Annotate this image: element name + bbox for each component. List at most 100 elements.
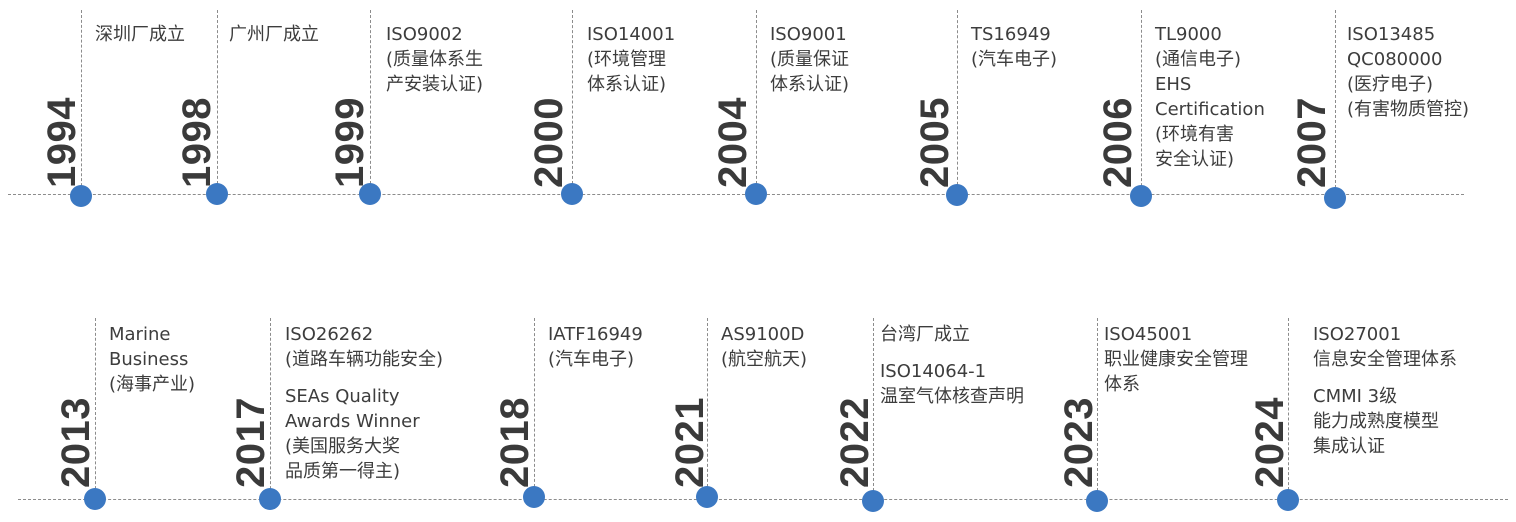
milestone-connector xyxy=(270,318,271,499)
milestone-text-line: (医疗电子) xyxy=(1347,74,1434,95)
milestone-year-label: 2013 xyxy=(54,397,98,488)
milestone-text-line: 品质第一得主) xyxy=(285,461,401,482)
milestone-dot xyxy=(561,183,583,205)
milestone-year-label: 2021 xyxy=(668,397,712,488)
line-gap xyxy=(1313,372,1457,384)
milestone-text-line: (质量体系生 xyxy=(386,49,484,70)
milestone-connector xyxy=(957,10,958,195)
milestone-connector xyxy=(572,10,573,194)
milestone-connector xyxy=(534,318,535,497)
milestone-dot xyxy=(745,183,767,205)
milestone-text-line: Certification xyxy=(1155,99,1265,120)
milestone-connector xyxy=(1141,10,1142,196)
milestone-dot xyxy=(862,490,884,512)
milestone-connector xyxy=(1097,318,1098,501)
milestone-text-line: 台湾厂成立 xyxy=(880,324,970,345)
milestone-text-line: 温室气体核查声明 xyxy=(880,386,1024,407)
milestone-year-label: 2005 xyxy=(913,97,957,188)
milestone-connector xyxy=(873,318,874,501)
milestone-text-line: (道路车辆功能安全) xyxy=(285,349,444,370)
milestone-text-line: ISO26262 xyxy=(285,324,374,345)
milestone-text-line: QC080000 xyxy=(1347,49,1443,70)
milestone-text-line: ISO14064-1 xyxy=(880,361,987,382)
milestone-connector xyxy=(217,10,218,194)
milestone-text-line: TL9000 xyxy=(1155,24,1222,45)
milestone-description: 广州厂成立 xyxy=(229,22,319,47)
milestone-text-line: ISO9002 xyxy=(386,24,463,45)
milestone-text-line: (海事产业) xyxy=(109,374,196,395)
milestone-description: ISO9001 (质量保证体系认证) xyxy=(770,22,849,97)
milestone-dot xyxy=(1324,187,1346,209)
milestone-text-line: SEAs Quality xyxy=(285,386,400,407)
milestone-dot xyxy=(359,183,381,205)
milestone-text-line: ISO9001 xyxy=(770,24,847,45)
milestone-text-line: 能力成熟度模型 xyxy=(1313,411,1439,432)
timeline-axis xyxy=(8,194,1464,195)
milestone-text-line: (质量保证 xyxy=(770,49,850,70)
milestone-description: ISO14001 (环境管理体系认证) xyxy=(587,22,675,97)
milestone-year-label: 2004 xyxy=(711,97,755,188)
milestone-connector xyxy=(370,10,371,194)
milestone-year-label: 1994 xyxy=(40,97,84,188)
milestone-text-line: Business xyxy=(109,349,189,370)
milestone-dot xyxy=(1277,489,1299,511)
milestone-text-line: ISO45001 xyxy=(1104,324,1193,345)
milestone-text-line: (航空航天) xyxy=(721,349,808,370)
milestone-year-label: 2022 xyxy=(833,397,877,488)
milestone-year-label: 2024 xyxy=(1248,397,1292,488)
milestone-year-label: 1999 xyxy=(328,97,372,188)
milestone-text-line: AS9100D xyxy=(721,324,805,345)
milestone-text-line: Awards Winner xyxy=(285,411,420,432)
milestone-description: 深圳厂成立 xyxy=(95,22,185,47)
milestone-text-line: (有害物质管控) xyxy=(1347,99,1470,120)
milestone-text-line: TS16949 xyxy=(971,24,1051,45)
milestone-text-line: 深圳厂成立 xyxy=(95,24,185,45)
milestone-text-line: 安全认证) xyxy=(1155,149,1235,170)
milestone-dot xyxy=(206,183,228,205)
timeline-axis xyxy=(18,499,1508,500)
milestone-dot xyxy=(696,486,718,508)
milestone-connector xyxy=(1335,10,1336,198)
milestone-text-line: (汽车电子) xyxy=(971,49,1058,70)
milestone-text-line: 产安装认证) xyxy=(386,74,484,95)
milestone-connector xyxy=(756,10,757,194)
milestone-year-label: 2017 xyxy=(229,397,273,488)
milestone-connector xyxy=(1288,318,1289,500)
milestone-text-line: Marine xyxy=(109,324,171,345)
milestone-text-line: 信息安全管理体系 xyxy=(1313,349,1457,370)
milestone-text-line: (环境管理 xyxy=(587,49,667,70)
milestone-connector xyxy=(95,318,96,499)
milestone-year-label: 2018 xyxy=(493,397,537,488)
milestone-year-label: 2023 xyxy=(1057,397,1101,488)
milestone-text-line: (美国服务大奖 xyxy=(285,436,401,457)
milestone-text-line: 职业健康安全管理 xyxy=(1104,349,1248,370)
milestone-dot xyxy=(70,185,92,207)
milestone-text-line: ISO27001 xyxy=(1313,324,1402,345)
milestone-text-line: ISO13485 xyxy=(1347,24,1436,45)
milestone-year-label: 2000 xyxy=(527,97,571,188)
milestone-connector xyxy=(81,10,82,196)
milestone-description: ISO9002 (质量体系生产安装认证) xyxy=(386,22,483,97)
milestone-text-line: 体系认证) xyxy=(587,74,667,95)
milestone-dot xyxy=(1130,185,1152,207)
milestone-text-line: EHS xyxy=(1155,74,1192,95)
milestone-year-label: 2006 xyxy=(1096,97,1140,188)
milestone-text-line: ISO14001 xyxy=(587,24,676,45)
milestone-year-label: 1998 xyxy=(175,97,219,188)
milestone-dot xyxy=(1086,490,1108,512)
line-gap xyxy=(880,347,1024,359)
milestone-connector xyxy=(707,318,708,497)
milestone-dot xyxy=(946,184,968,206)
milestone-text-line: (环境有害 xyxy=(1155,124,1235,145)
milestone-text-line: 体系认证) xyxy=(770,74,850,95)
milestone-description: 台湾厂成立 ISO14064-1 温室气体核查声明 xyxy=(880,322,1024,409)
milestone-year-label: 2007 xyxy=(1290,97,1334,188)
milestone-text-line: 集成认证 xyxy=(1313,436,1385,457)
milestone-text-line: (汽车电子) xyxy=(548,349,635,370)
milestone-text-line: 广州厂成立 xyxy=(229,24,319,45)
